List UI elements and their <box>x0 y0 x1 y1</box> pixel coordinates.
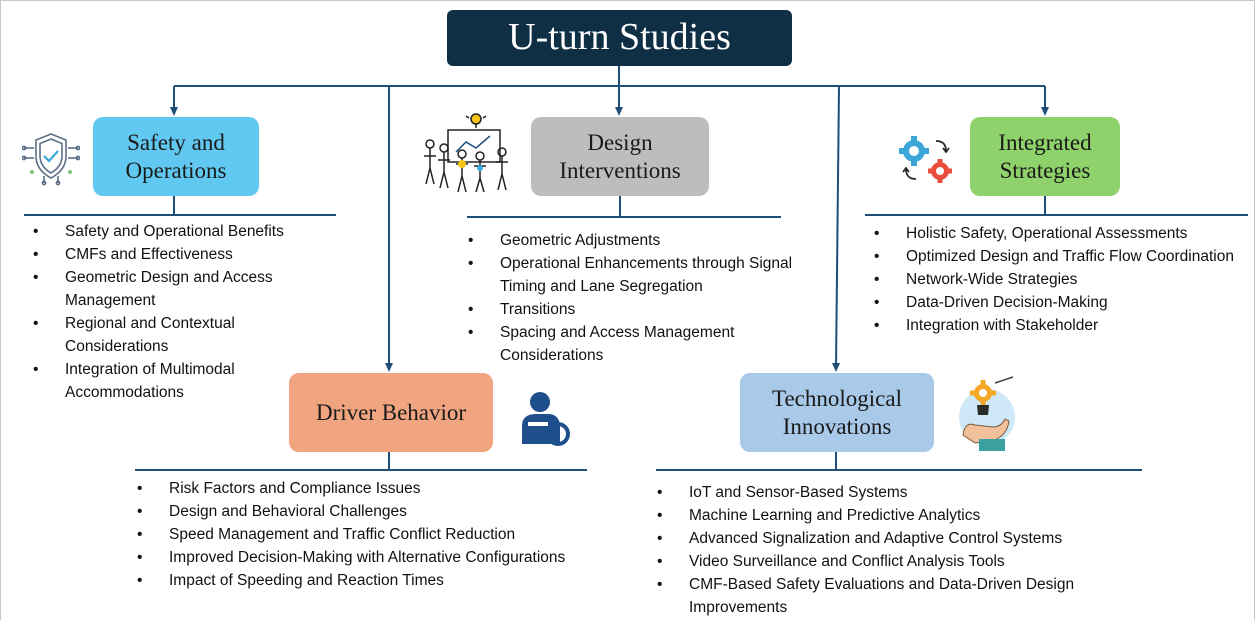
list-item: Advanced Signalization and Adaptive Cont… <box>655 527 1145 550</box>
list-item: Improved Decision-Making with Alternativ… <box>135 546 595 569</box>
list-item: Network-Wide Strategies <box>872 268 1252 291</box>
list-item: Transitions <box>466 298 806 321</box>
list-item: Machine Learning and Predictive Analytic… <box>655 504 1145 527</box>
category-safety-operations: Safety and Operations <box>93 117 259 196</box>
technological-innovations-list: IoT and Sensor-Based Systems Machine Lea… <box>655 481 1145 619</box>
list-item: Safety and Operational Benefits <box>31 220 341 243</box>
list-item: Integration with Stakeholder <box>872 314 1252 337</box>
list-item: Spacing and Access Management Considerat… <box>466 321 806 367</box>
list-item: Operational Enhancements through Signal … <box>466 252 806 298</box>
list-item: CMF-Based Safety Evaluations and Data-Dr… <box>655 573 1145 619</box>
driver-behavior-list: Risk Factors and Compliance Issues Desig… <box>135 477 595 592</box>
list-item: Speed Management and Traffic Conflict Re… <box>135 523 595 546</box>
integrated-strategies-list: Holistic Safety, Operational Assessments… <box>872 222 1252 337</box>
list-item: Geometric Adjustments <box>466 229 806 252</box>
list-item: Integration of Multimodal Accommodations <box>31 358 341 404</box>
list-item: IoT and Sensor-Based Systems <box>655 481 1145 504</box>
list-item: Data-Driven Decision-Making <box>872 291 1252 314</box>
list-item: Design and Behavioral Challenges <box>135 500 595 523</box>
list-item: Regional and Contextual Considerations <box>31 312 341 358</box>
list-item: Video Surveillance and Conflict Analysis… <box>655 550 1145 573</box>
gears-cycle-icon <box>899 136 952 183</box>
team-brainstorm-icon <box>424 113 508 193</box>
list-item: Impact of Speeding and Reaction Times <box>135 569 595 592</box>
category-technological-innovations: Technological Innovations <box>740 373 934 452</box>
list-item: Geometric Design and Access Management <box>31 266 341 312</box>
list-item: Holistic Safety, Operational Assessments <box>872 222 1252 245</box>
diagram-title: U-turn Studies <box>447 10 792 66</box>
driver-steering-icon <box>522 392 570 446</box>
list-item: CMFs and Effectiveness <box>31 243 341 266</box>
list-item: Risk Factors and Compliance Issues <box>135 477 595 500</box>
category-integrated-strategies: Integrated Strategies <box>970 117 1120 196</box>
list-item: Optimized Design and Traffic Flow Coordi… <box>872 245 1252 268</box>
category-design-interventions: Design Interventions <box>531 117 709 196</box>
safety-operations-list: Safety and Operational Benefits CMFs and… <box>31 220 341 404</box>
design-interventions-list: Geometric Adjustments Operational Enhanc… <box>466 229 806 367</box>
lightbulb-gear-hand-icon <box>959 376 1015 451</box>
shield-circuit-icon <box>22 133 80 186</box>
